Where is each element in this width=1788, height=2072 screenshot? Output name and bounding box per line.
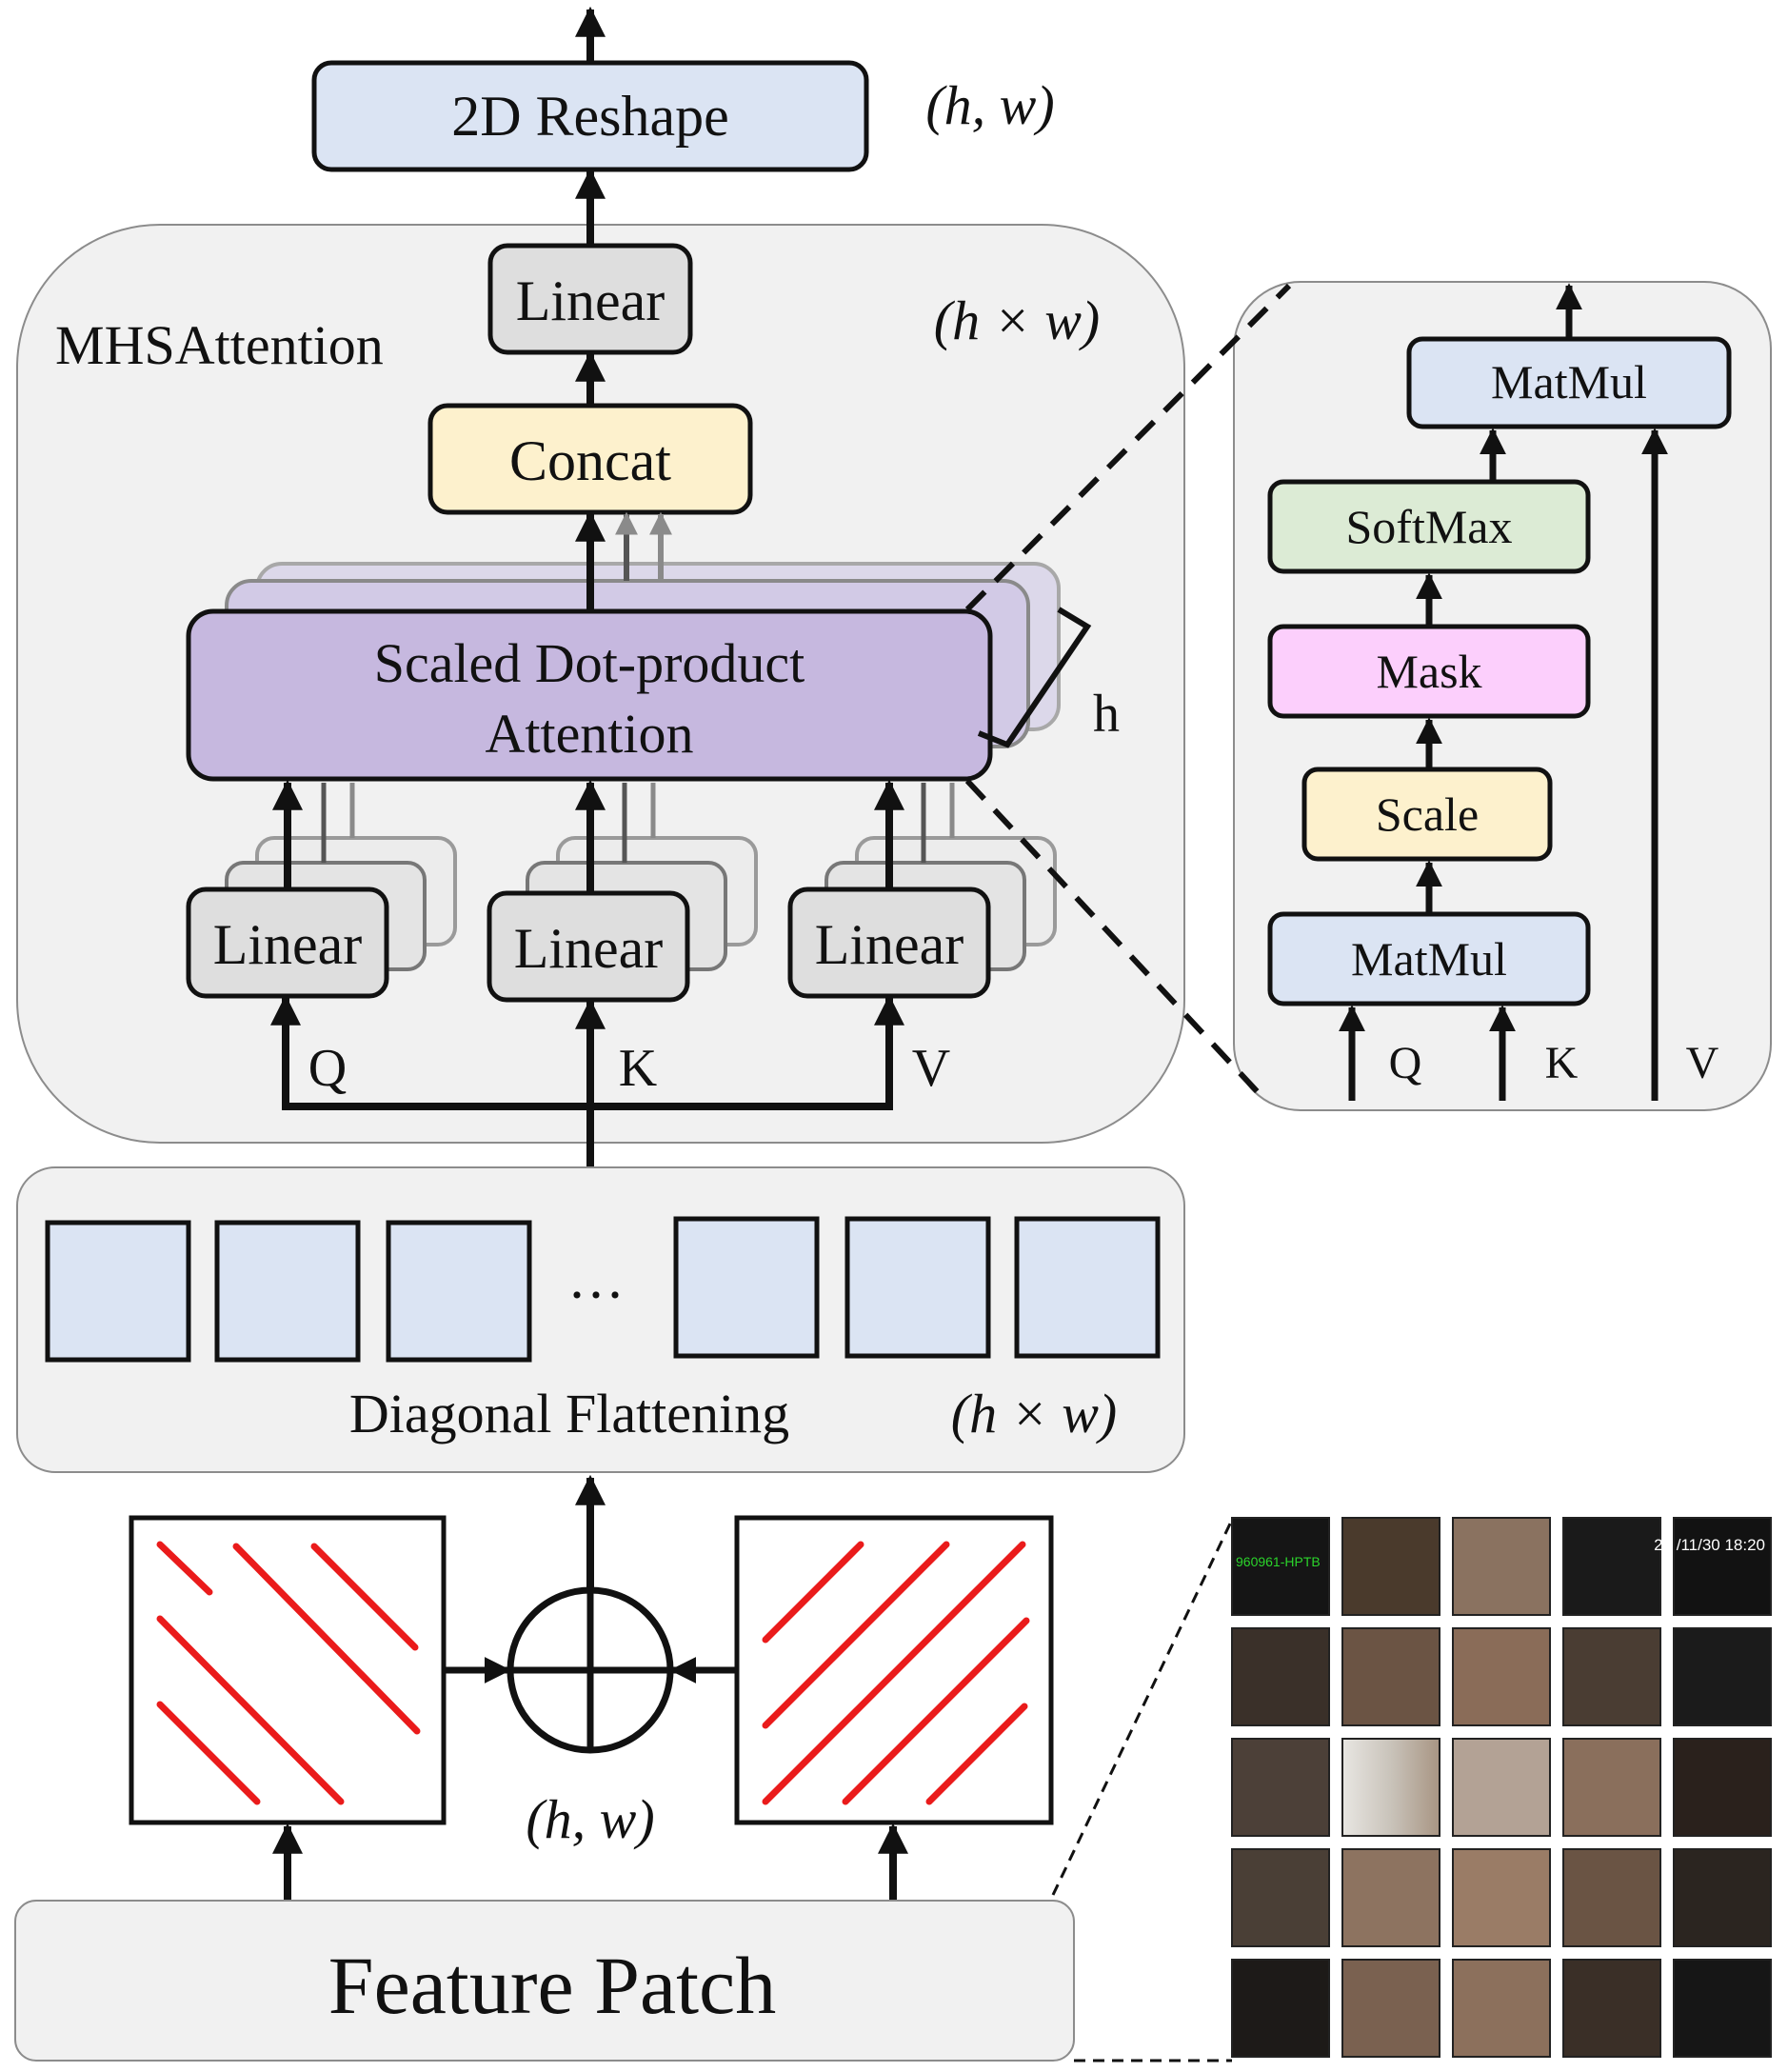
linear-v-label: Linear	[815, 913, 964, 976]
image-patch-tile	[1673, 1517, 1772, 1616]
detail-v-label: V	[1686, 1038, 1719, 1088]
image-patch-tile	[1341, 1627, 1440, 1726]
reshape-dim: (h, w)	[925, 74, 1054, 136]
detail-matmul-bottom-label: MatMul	[1351, 932, 1507, 986]
image-patch-tile	[1452, 1959, 1551, 2058]
image-patch-tile	[1562, 1738, 1661, 1837]
sdpa-box	[186, 608, 993, 782]
image-patch-tile	[1231, 1517, 1330, 1616]
image-patch-tile	[1341, 1517, 1440, 1616]
detail-q-label: Q	[1389, 1038, 1422, 1088]
softmax-box	[1267, 479, 1591, 574]
diagonal-scan-left-lines	[156, 1541, 421, 1805]
flatten-ellipsis: ···	[567, 1264, 625, 1326]
detail-matmul-top-box	[1406, 336, 1732, 429]
image-patch-tile	[1341, 1738, 1440, 1837]
image-patch-tile	[1231, 1959, 1330, 2058]
k-input-label: K	[619, 1039, 657, 1098]
mhsa-title: MHSAttention	[55, 314, 384, 376]
grid-zoom-line-top	[1051, 1519, 1234, 1896]
image-patch-tile	[1562, 1959, 1661, 2058]
image-patch-tile	[1231, 1848, 1330, 1947]
image-patch-tile	[1341, 1848, 1440, 1947]
linear-k-label: Linear	[514, 917, 664, 980]
mask-box	[1267, 624, 1591, 719]
feature-patch-box	[14, 1900, 1075, 2062]
image-patch-tile	[1562, 1627, 1661, 1726]
image-patch-tile	[1673, 1848, 1772, 1947]
image-patch-tile	[1452, 1627, 1551, 1726]
scale-label: Scale	[1376, 787, 1479, 841]
combine-dim: (h, w)	[526, 1788, 654, 1850]
image-patch-tile	[1673, 1627, 1772, 1726]
image-patch-tile	[1341, 1959, 1440, 2058]
flatten-token	[214, 1220, 361, 1363]
flatten-token	[1014, 1216, 1161, 1359]
image-patch-tile	[1231, 1738, 1330, 1837]
image-patch-tile	[1562, 1848, 1661, 1947]
detail-k-label: K	[1545, 1038, 1579, 1088]
flatten-label: Diagonal Flattening	[349, 1383, 789, 1444]
image-patch-grid	[1231, 1517, 1772, 2058]
detail-matmul-bottom-box	[1267, 911, 1591, 1006]
mhsa-dim: (h × w)	[934, 289, 1100, 351]
grid-overlay-right: 20 /11/30 18:20	[1654, 1536, 1765, 1554]
image-patch-tile	[1673, 1738, 1772, 1837]
flatten-token	[844, 1216, 991, 1359]
flatten-dim: (h × w)	[951, 1383, 1117, 1444]
image-patch-tile	[1452, 1517, 1551, 1616]
flatten-token	[673, 1216, 820, 1359]
image-patch-tile	[1673, 1959, 1772, 2058]
q-input-label: Q	[308, 1039, 347, 1098]
image-patch-tile	[1562, 1517, 1661, 1616]
image-patch-tile	[1452, 1848, 1551, 1947]
linear-q-label: Linear	[213, 913, 363, 976]
v-input-label: V	[912, 1039, 950, 1098]
diagonal-scan-right-lines	[762, 1541, 1030, 1805]
image-patch-tile	[1452, 1738, 1551, 1837]
softmax-label: SoftMax	[1346, 500, 1513, 553]
flatten-token	[386, 1220, 532, 1363]
sdpa-label-line2: Attention	[485, 703, 693, 765]
image-patch-tile	[1231, 1627, 1330, 1726]
sdpa-label-line1: Scaled Dot-product	[374, 632, 805, 694]
reshape-label: 2D Reshape	[451, 85, 729, 148]
detail-matmul-top-label: MatMul	[1491, 355, 1647, 408]
feature-patch-label: Feature Patch	[328, 1940, 776, 2031]
zoom-line-bottom	[964, 778, 1262, 1096]
grid-overlay-left: 960961-HPTB	[1236, 1554, 1321, 1569]
concat-label: Concat	[509, 429, 671, 492]
out-linear-label: Linear	[516, 269, 666, 332]
flatten-token	[45, 1220, 191, 1363]
zoom-line-top	[964, 283, 1292, 612]
scale-box	[1301, 767, 1553, 862]
mask-label: Mask	[1376, 645, 1481, 698]
heads-label: h	[1093, 685, 1120, 744]
heads-brace	[977, 607, 1092, 748]
